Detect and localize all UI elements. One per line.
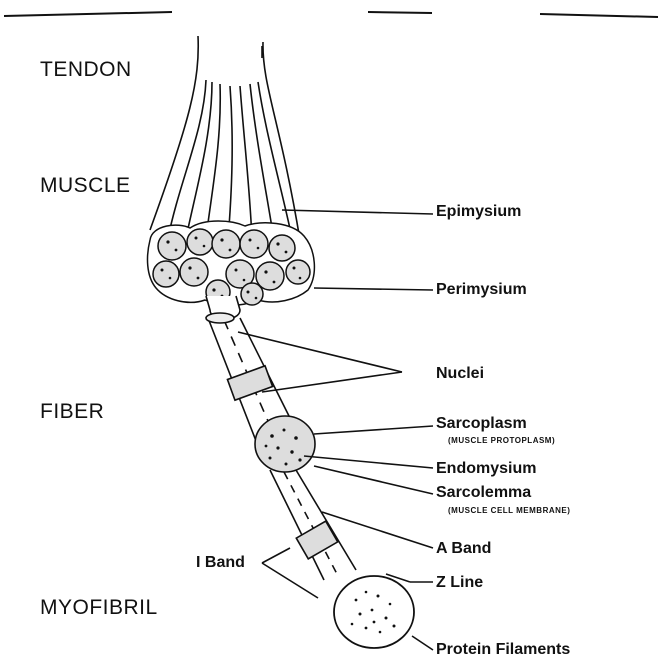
muscle-cross-section [148, 221, 315, 305]
label-endomysium: Endomysium [436, 460, 536, 478]
label-protein-filaments: Protein Filaments [436, 641, 570, 659]
page-top-border [4, 12, 658, 17]
section-label-tendon: TENDON [40, 58, 132, 82]
section-label-fiber: FIBER [40, 400, 104, 424]
tendon-fibers [150, 36, 300, 240]
label-a-band: A Band [436, 540, 491, 558]
label-epimysium: Epimysium [436, 203, 521, 221]
myofibril [270, 470, 356, 580]
label-sarcolemma: Sarcolemma [436, 484, 531, 502]
section-label-myofibril: MYOFIBRIL [40, 596, 158, 620]
label-sarcoplasm: Sarcoplasm [436, 415, 527, 433]
section-label-muscle: MUSCLE [40, 174, 131, 198]
myofibril-cross-section [334, 576, 414, 648]
label-z-line: Z Line [436, 574, 483, 592]
label-sarcolemma-note: (MUSCLE CELL MEMBRANE) [448, 506, 570, 515]
label-i-band: I Band [196, 554, 245, 572]
label-sarcoplasm-note: (MUSCLE PROTOPLASM) [448, 436, 555, 445]
label-nuclei: Nuclei [436, 365, 484, 383]
label-perimysium: Perimysium [436, 281, 527, 299]
